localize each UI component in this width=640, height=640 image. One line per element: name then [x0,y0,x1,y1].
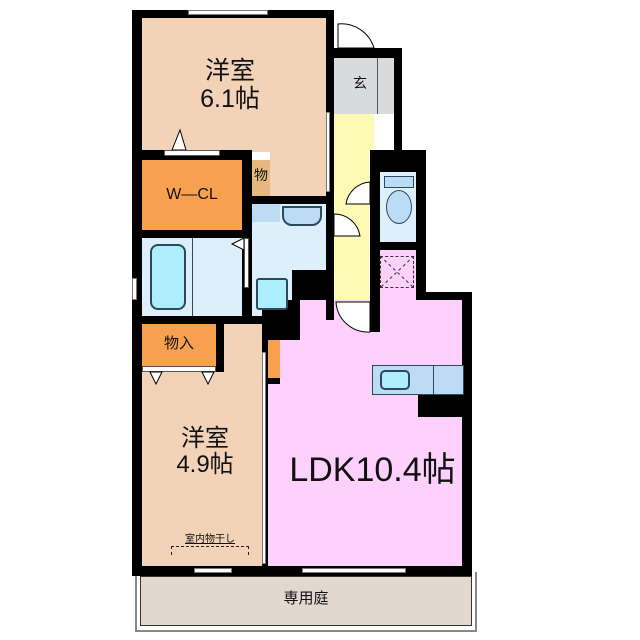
indoor-drying-rack-icon [171,546,249,555]
wall [394,48,402,154]
wall [268,378,280,384]
storage-closet-label: 物入 [163,335,194,352]
room-western-1 [140,16,326,152]
window[interactable] [302,568,406,573]
window[interactable] [188,10,268,15]
room-ldk [268,300,462,566]
ldk-label: LDK10.4帖 [280,451,465,489]
washroom-counter [252,204,280,222]
wall [416,150,426,298]
wall [378,242,422,250]
room-name: 洋室 [181,425,229,452]
private-garden-label: 専用庭 [283,590,329,607]
sink-icon [282,206,322,226]
room-walk-in-closet [142,160,242,232]
wall [418,395,464,417]
storage-hatch-icon [380,256,414,288]
ldk-left-storage [268,340,280,380]
room-size: 4.9帖 [176,451,234,479]
door-washroom[interactable] [244,238,249,288]
wall [216,316,224,372]
room-storage-closet-top [142,324,216,368]
room-name: LDK [289,451,356,489]
wall [326,10,334,320]
bathroom-divider [192,238,193,316]
indoor-drying-label: 室内物干し [185,534,235,545]
storage-small-label: 物 [254,167,268,183]
window[interactable] [262,352,266,564]
room-name: 洋室 [204,57,255,85]
room-hallway [332,114,374,304]
window[interactable] [326,112,330,192]
toilet-bowl-icon [386,190,412,224]
toilet-tank-icon [384,176,414,188]
closet-doors [142,366,216,372]
garden-outline [135,572,477,632]
wall [370,150,422,172]
room-western-1-lower [270,150,326,198]
kitchen-sink-icon [380,370,410,390]
counter-divider [433,365,434,395]
window[interactable] [132,278,137,300]
wall [132,10,142,576]
washing-machine-icon [256,278,288,310]
room-entrance [332,58,394,114]
bathtub-icon [150,244,186,310]
wall [242,196,334,204]
wall [292,270,334,300]
wall [416,292,472,300]
room-size: 10.4帖 [355,451,456,489]
room-size: 6.1帖 [200,84,260,113]
wall [132,316,272,324]
wall [326,48,402,58]
entrance-label: 玄 [353,75,367,91]
wall [462,292,472,576]
wall [370,150,380,332]
window[interactable] [194,568,232,573]
western-room-1-label: 洋室 6.1帖 [180,57,280,113]
wall [132,230,252,238]
western-room-2-label: 洋室 4.9帖 [150,425,260,479]
entrance-step-line [377,58,378,114]
private-garden [140,576,472,626]
walk-in-closet-label: W—CL [166,186,218,203]
door-western-1[interactable] [164,150,220,156]
room-storage-small [252,160,270,198]
